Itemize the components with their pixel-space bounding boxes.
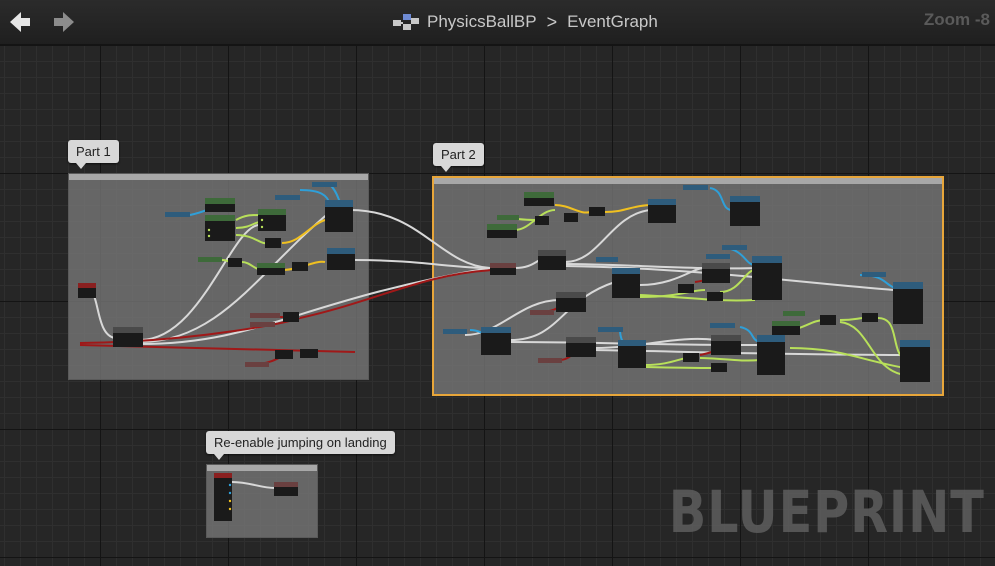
comment-label-part-2[interactable]: Part 2 [433, 143, 484, 172]
comment-label-re-enable-jumping[interactable]: Re-enable jumping on landing [206, 431, 395, 460]
back-button[interactable] [8, 9, 34, 35]
blueprint-watermark: BLUEPRINT [669, 478, 985, 546]
graph-top-bar: PhysicsBallBP > EventGraph Zoom -8 [0, 0, 995, 45]
forward-button[interactable] [50, 9, 76, 35]
zoom-level: Zoom -8 [923, 10, 990, 29]
breadcrumb-separator: > [546, 11, 558, 32]
breadcrumb: PhysicsBallBP > EventGraph [393, 11, 658, 33]
breadcrumb-asset[interactable]: PhysicsBallBP [427, 12, 537, 31]
arrow-left-icon [10, 12, 30, 32]
arrow-right-icon [54, 12, 74, 32]
blueprint-graph-icon [393, 14, 419, 30]
comment-label-part-1[interactable]: Part 1 [68, 140, 119, 169]
breadcrumb-graph[interactable]: EventGraph [567, 12, 658, 31]
